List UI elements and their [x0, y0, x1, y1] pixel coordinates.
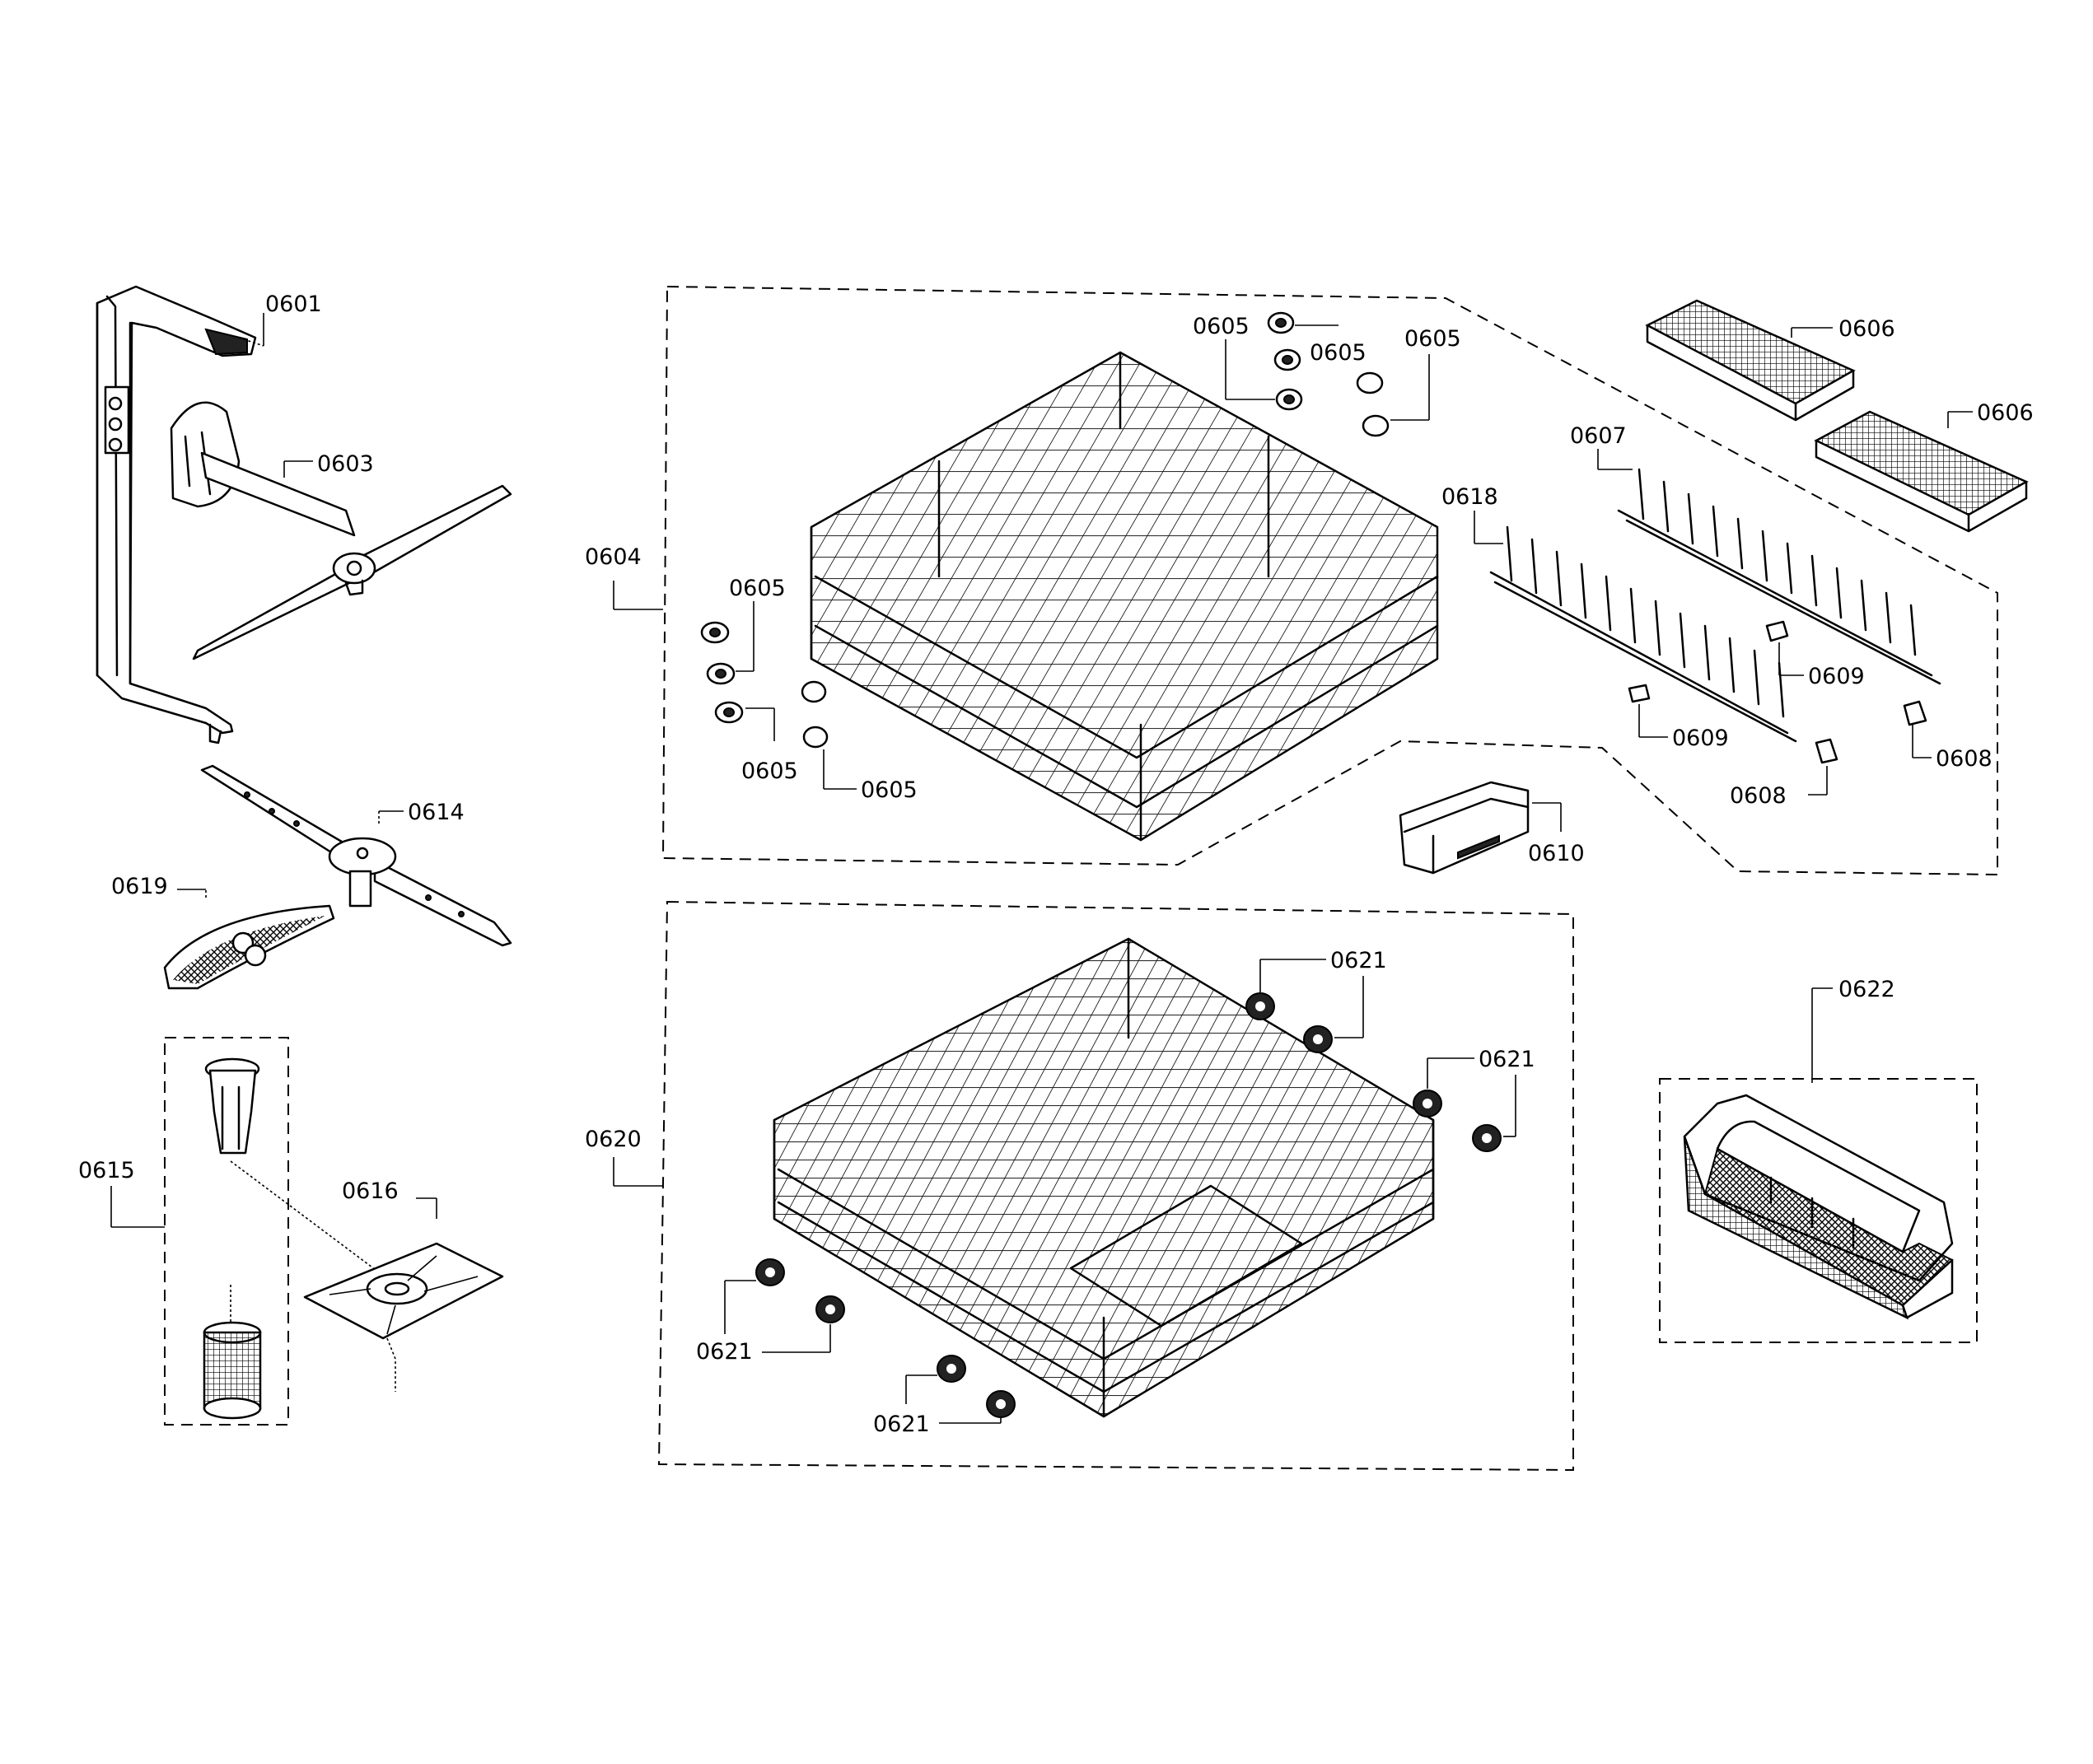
callout-0605: 0605	[729, 576, 786, 601]
micro-filter-part	[204, 1057, 260, 1155]
cutlery-basket-box	[1659, 1078, 1978, 1343]
callout-0601: 0601	[265, 292, 322, 317]
callout-0621: 0621	[873, 1412, 930, 1437]
callout-0610: 0610	[1528, 841, 1585, 866]
callout-0604: 0604	[585, 544, 642, 570]
leader-line	[238, 337, 264, 347]
callout-0609: 0609	[1808, 664, 1865, 689]
callout-0609: 0609	[1672, 726, 1729, 751]
fine-filter-part	[203, 1321, 262, 1420]
lower-rack-part	[773, 937, 1435, 1418]
filter-cover-part	[163, 904, 335, 990]
rack-handle-part	[1399, 781, 1530, 875]
callout-0614: 0614	[408, 800, 465, 825]
callout-0608: 0608	[1730, 783, 1787, 809]
callout-0618: 0618	[1441, 484, 1498, 510]
callout-0605: 0605	[1310, 340, 1367, 366]
tine-row-part	[1489, 468, 1941, 743]
flat-filter-part	[303, 1242, 504, 1392]
callout-0607: 0607	[1570, 423, 1627, 449]
wheel-part-set	[755, 992, 1502, 1418]
callout-0606: 0606	[1838, 316, 1895, 342]
callout-0621: 0621	[1330, 948, 1387, 973]
callout-0605: 0605	[861, 777, 918, 803]
roller-part-set	[700, 311, 1390, 749]
lower-rack-group-box	[657, 900, 1574, 1472]
callout-0621: 0621	[696, 1339, 753, 1365]
callout-0620: 0620	[585, 1127, 642, 1152]
callout-0606: 0606	[1977, 400, 2034, 426]
cup-shelf-part	[1645, 299, 2029, 533]
callout-0608: 0608	[1936, 746, 1993, 772]
callout-0622: 0622	[1838, 977, 1895, 1002]
upper-spray-arm-part	[170, 401, 512, 660]
cutlery-basket-part	[1683, 1094, 1954, 1320]
callout-0605: 0605	[741, 758, 798, 784]
callout-0615: 0615	[78, 1158, 135, 1183]
callout-0621: 0621	[1479, 1047, 1535, 1072]
callout-0603: 0603	[317, 451, 374, 477]
callout-0605: 0605	[1193, 314, 1250, 339]
callout-0605: 0605	[1404, 326, 1461, 352]
callout-0619: 0619	[111, 874, 168, 899]
callout-0616: 0616	[342, 1178, 399, 1204]
lower-spray-arm-part	[200, 764, 512, 947]
upper-rack-group-box	[661, 285, 1998, 876]
filter-group-box	[164, 1037, 289, 1426]
clip-part-set	[1628, 620, 1927, 764]
upper-rack-part	[810, 351, 1439, 842]
supply-pipe-part	[96, 285, 257, 744]
